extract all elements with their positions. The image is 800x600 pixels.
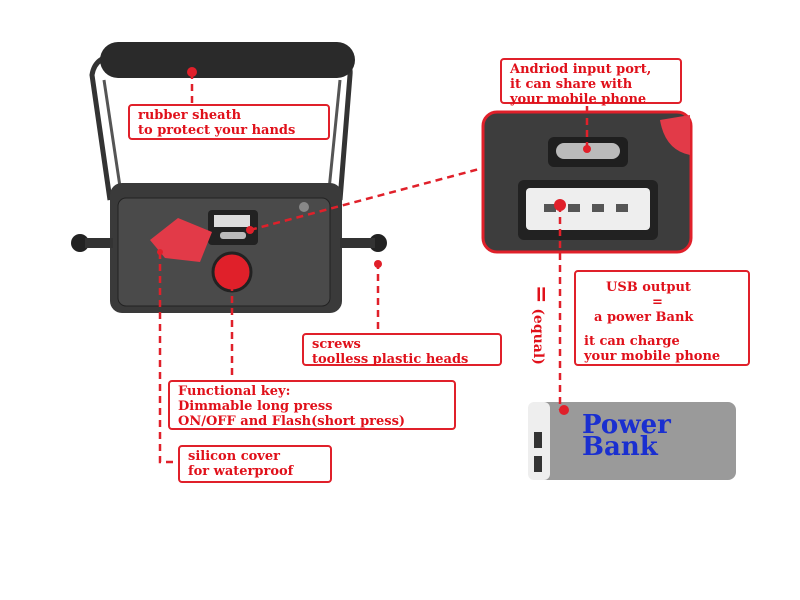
lamp-handle xyxy=(89,42,355,201)
callout-android-port: Andriod input port, it can share with yo… xyxy=(500,58,682,107)
callout-line: Dimmable long press xyxy=(178,399,333,414)
equal-symbol: = xyxy=(528,285,554,304)
callout-line: your mobile phone xyxy=(510,92,647,107)
callout-line: your mobile phone xyxy=(584,349,721,364)
callout-line: ON/OFF and Flash(short press) xyxy=(178,414,406,429)
callout-line: toolless plastic heads xyxy=(312,352,469,367)
port-closeup xyxy=(481,110,693,254)
callout-line: silicon cover xyxy=(188,449,280,464)
callout-line: = xyxy=(652,295,663,310)
callout-line: screws xyxy=(312,337,361,352)
callout-usb-output: USB output = a power Bank it can charge … xyxy=(574,270,750,366)
callout-line: to protect your hands xyxy=(138,123,296,138)
callout-line: rubber sheath xyxy=(138,108,242,123)
callout-line: for waterproof xyxy=(188,464,294,479)
callout-line: a power Bank xyxy=(594,310,694,325)
power-bank-line: Bank xyxy=(582,432,658,462)
callout-rubber-sheath: rubber sheath to protect your hands xyxy=(128,104,330,140)
callout-screws: screws toolless plastic heads xyxy=(302,333,502,367)
callout-silicon-cover: silicon cover for waterproof xyxy=(178,445,332,483)
leader-lines xyxy=(158,72,589,464)
power-bank-label: Power Bank xyxy=(582,410,671,462)
power-bank-image xyxy=(528,402,736,480)
lamp-body xyxy=(71,183,387,313)
callout-line: Andriod input port, xyxy=(510,62,652,77)
callout-line: it can share with xyxy=(510,77,633,92)
callout-line: it can charge xyxy=(584,334,680,349)
marker-dots xyxy=(157,67,591,415)
callout-line: Functional key: xyxy=(178,384,291,399)
equal-text: (equal) xyxy=(530,308,546,365)
equal-label: = (equal) xyxy=(528,285,554,365)
callout-line: USB output xyxy=(606,280,691,295)
callout-functional-key: Functional key: Dimmable long press ON/O… xyxy=(168,380,456,430)
power-bank-line: Power xyxy=(582,410,671,440)
